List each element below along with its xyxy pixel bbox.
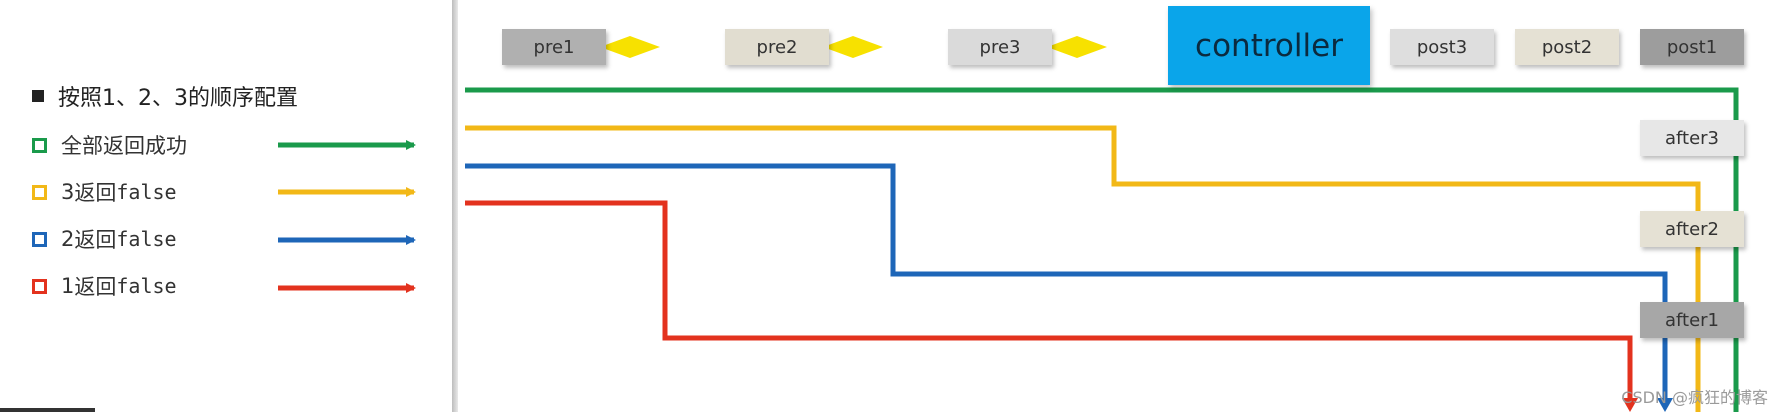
pre3-box: pre3: [948, 29, 1052, 65]
post2-box: post2: [1515, 29, 1619, 65]
pre2-box: pre2: [725, 29, 829, 65]
green-square-icon: [32, 137, 47, 153]
flow-line-all-success: [465, 87, 1739, 412]
legend-item-mono: false: [116, 227, 177, 251]
pre2-label: pre2: [756, 36, 798, 58]
legend-item-text: 返回: [74, 181, 117, 205]
legend-heading: 按照1、2、3的顺序配置: [32, 78, 298, 114]
red-square-icon: [32, 278, 47, 294]
diamond-icon: [1047, 36, 1107, 58]
legend-item-mono: false: [116, 180, 177, 204]
controller-box: controller: [1168, 6, 1370, 85]
legend-heading-text: 按照1、2、3的顺序配置: [58, 86, 298, 111]
legend-item-text: 返回: [74, 228, 117, 252]
after2-label: after2: [1664, 218, 1720, 240]
pre1-box: pre1: [502, 29, 606, 65]
legend-item-prefix: 2: [61, 227, 75, 251]
legend-item-text: 全部返回成功: [61, 134, 187, 158]
legend-panel: 按照1、2、3的顺序配置 全部返回成功 3 返回 false 2 返回 fals…: [0, 0, 452, 412]
legend-item-all-success: 全部返回成功: [32, 127, 187, 163]
blue-square-icon: [32, 231, 47, 247]
post1-label: post1: [1666, 36, 1718, 58]
legend-item-3-false: 3 返回 false: [32, 174, 177, 210]
post2-label: post2: [1541, 36, 1593, 58]
red-arrowhead-icon: [1622, 398, 1638, 412]
square-bullet-icon: [32, 90, 44, 102]
legend-arrows: [278, 140, 416, 293]
legend-item-text: 返回: [74, 275, 117, 299]
after3-label: after3: [1664, 127, 1720, 149]
post3-box: post3: [1390, 29, 1494, 65]
controller-label: controller: [1195, 27, 1343, 64]
panel-divider: [452, 0, 458, 412]
flow-line-3-false: [465, 125, 1701, 412]
post1-box: post1: [1640, 29, 1744, 65]
legend-item-2-false: 2 返回 false: [32, 221, 177, 257]
legend-item-1-false: 1 返回 false: [32, 268, 177, 304]
post3-label: post3: [1416, 36, 1468, 58]
bottom-strip: [0, 408, 95, 412]
after1-label: after1: [1664, 309, 1720, 331]
blue-arrowhead-icon: [1657, 398, 1673, 412]
pre1-label: pre1: [533, 36, 575, 58]
after3-box: after3: [1640, 120, 1744, 156]
after2-box: after2: [1640, 211, 1744, 247]
flow-line-1-false: [465, 200, 1633, 404]
yellow-square-icon: [32, 184, 47, 200]
legend-item-mono: false: [116, 274, 177, 298]
legend-item-prefix: 1: [61, 274, 75, 298]
after1-box: after1: [1640, 302, 1744, 338]
watermark: CSDN @疯狂的博客: [1621, 388, 1768, 407]
diamond-icon: [823, 36, 883, 58]
diamond-icon: [600, 36, 660, 58]
legend-item-prefix: 3: [61, 180, 75, 204]
pre3-label: pre3: [979, 36, 1021, 58]
